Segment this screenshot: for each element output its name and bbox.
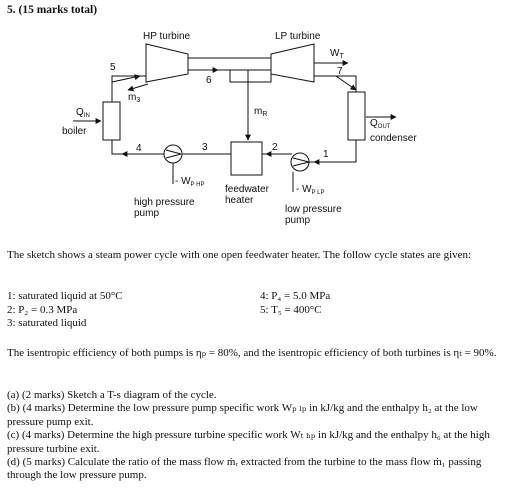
line-5-arrow — [111, 74, 141, 83]
question-a: (a) (2 marks) Sketch a T-s diagram of th… — [7, 389, 217, 401]
state-4-label: 4 — [136, 143, 142, 154]
m3-label: m3 — [128, 92, 140, 104]
line-7 — [314, 75, 357, 92]
lp-pump-triangle-2 — [292, 161, 310, 167]
cycle-diagram: HP turbine LP turbine WT 6 5 m3 QIN boil… — [62, 31, 417, 226]
hp-turbine-label: HP turbine — [143, 31, 191, 42]
state-3-text: 3: saturated liquid — [7, 317, 87, 329]
state-1-label: 1 — [323, 149, 329, 160]
state-3-label: 3 — [202, 142, 208, 153]
mr-label: mR — [254, 106, 267, 118]
state-2-text: 2: P₂ = 0.3 MPa — [7, 303, 78, 316]
wplp-label: - WP LP — [296, 184, 324, 196]
q-out-label: QOUT — [370, 118, 391, 130]
wt-label: WT — [330, 48, 344, 60]
intro-text: The sketch shows a steam power cycle wit… — [7, 249, 472, 261]
state-2-label: 2 — [272, 142, 278, 153]
lp-pump-shape — [290, 152, 310, 172]
line-1 — [309, 140, 357, 163]
lp-pump-label-2: pump — [285, 215, 310, 226]
state-5-label: 5 — [110, 62, 116, 73]
state-6-label: 6 — [206, 75, 212, 86]
feedwater-heater-shape — [230, 141, 263, 176]
efficiency-text: The isentropic efficiency of both pumps … — [7, 347, 497, 359]
line-6 — [188, 69, 272, 83]
condenser-shape — [347, 91, 366, 141]
turbine-shaft — [187, 57, 272, 71]
fwh-label-1: feedwater — [225, 184, 270, 195]
hp-pump-triangle — [165, 149, 182, 155]
state-4-text: 4: P₄ = 5.0 MPa — [260, 290, 331, 302]
state-7-label: 7 — [337, 66, 343, 77]
states-left: 1: saturated liquid at 50°C 2: P₂ = 0.3 … — [7, 290, 123, 331]
lp-pump-triangle — [292, 157, 310, 163]
line-7-arrow — [335, 75, 357, 91]
q-in-label: QIN — [76, 107, 90, 119]
problem-title: 5. (15 marks total) — [7, 4, 98, 16]
question-b: (b) (4 marks) Determine the low pressure… — [7, 402, 478, 428]
boiler-shape — [102, 101, 121, 141]
questions: (a) (2 marks) Sketch a T-s diagram of th… — [7, 389, 515, 483]
states-right: 4: P₄ = 5.0 MPa 5: T₅ = 400°C — [260, 290, 330, 317]
state-1-text: 1: saturated liquid at 50°C — [7, 290, 123, 302]
lp-pump-label-1: low pressure — [285, 204, 342, 215]
boiler-label: boiler — [62, 126, 87, 137]
condenser-label: condenser — [370, 133, 417, 144]
lp-turbine-label: LP turbine — [275, 31, 321, 42]
question-d: (d) (5 marks) Calculate the ratio of the… — [7, 456, 482, 482]
question-c: (c) (4 marks) Determine the high pressur… — [7, 429, 490, 455]
fwh-label-2: heater — [225, 195, 254, 206]
hp-pump-label-2: pump — [134, 208, 159, 219]
lp-turbine-body — [270, 43, 315, 83]
hp-pump-label-1: high pressure — [134, 197, 195, 208]
m3-arrow — [127, 83, 149, 92]
hp-turbine-body — [145, 43, 189, 83]
hp-pump-triangle-2 — [165, 153, 182, 159]
state-5-text: 5: T₅ = 400°C — [260, 303, 322, 316]
wphp-label: - WP HP — [175, 176, 204, 188]
